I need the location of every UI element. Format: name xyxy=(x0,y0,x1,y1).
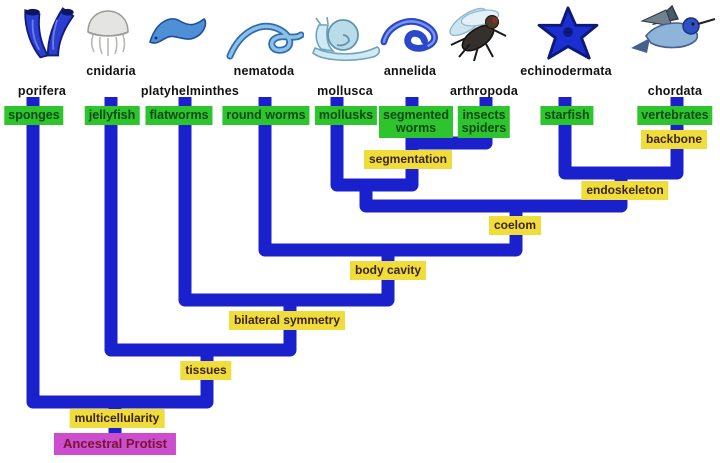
phylum-label-platyhelminthes: platyhelminthes xyxy=(140,84,240,98)
phylum-label-nematoda: nematoda xyxy=(233,64,295,78)
fly-icon xyxy=(442,2,514,69)
flatworm-icon xyxy=(146,12,210,57)
trait-label-segmentation: segmentation xyxy=(363,150,453,169)
snail-icon xyxy=(303,16,383,67)
trait-label-bilateral-symmetry: bilateral symmetry xyxy=(228,311,346,330)
hummingbird-icon xyxy=(626,0,716,65)
roundworm-icon xyxy=(226,18,305,69)
segmented-worm-icon xyxy=(380,14,442,65)
common-name-segmented-worms: segmented worms xyxy=(379,106,453,138)
trait-label-body-cavity: body cavity xyxy=(349,261,427,280)
phylum-label-chordata: chordata xyxy=(647,84,703,98)
jellyfish-icon xyxy=(82,6,134,63)
common-name-mollusks: mollusks xyxy=(314,106,378,125)
phylum-label-echinodermata: echinodermata xyxy=(520,64,612,78)
phylum-label-arthropoda: arthropoda xyxy=(450,84,518,98)
phylum-label-annelida: annelida xyxy=(383,64,437,78)
common-name-sponges: sponges xyxy=(4,106,64,125)
common-name-insects-spiders: insects spiders xyxy=(457,106,511,138)
trait-label-endoskeleton: endoskeleton xyxy=(581,181,669,200)
trait-label-coelom: coelom xyxy=(488,216,542,235)
common-name-starfish: starfish xyxy=(540,106,594,125)
trait-label-backbone: backbone xyxy=(640,130,708,149)
common-name-vertebrates: vertebrates xyxy=(637,106,713,125)
trait-label-multicellularity: multicellularity xyxy=(69,409,165,428)
phylum-label-cnidaria: cnidaria xyxy=(86,64,136,78)
common-name-round-worms: round worms xyxy=(222,106,310,125)
phylum-label-porifera: porifera xyxy=(17,84,67,98)
common-name-jellyfish: jellyfish xyxy=(84,106,140,125)
root-box-ancestral-protist: Ancestral Protist xyxy=(53,433,177,455)
trait-label-tissues: tissues xyxy=(180,361,232,380)
phylum-label-mollusca: mollusca xyxy=(317,84,373,98)
sponge-icon xyxy=(14,0,76,67)
starfish-icon xyxy=(532,6,604,65)
common-name-flatworms: flatworms xyxy=(145,106,213,125)
